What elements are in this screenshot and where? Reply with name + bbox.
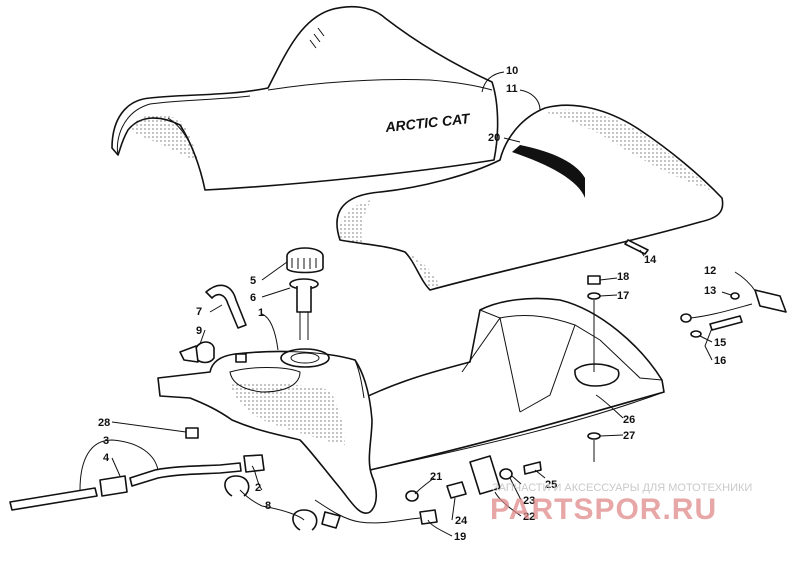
- vent-hose: [205, 284, 247, 329]
- callout-27: 27: [623, 430, 635, 442]
- callout-22: 22: [523, 511, 535, 523]
- seat-cover: [111, 5, 499, 191]
- callout-14: 14: [644, 254, 657, 266]
- grommet: [185, 427, 199, 439]
- watermark-tagline: ЗАПЧАСТИ И АКСЕССУАРЫ ДЛЯ МОТОТЕХНИКИ: [492, 482, 752, 494]
- callout-16: 16: [714, 355, 726, 367]
- hose-fitting: [179, 341, 215, 364]
- callout-20: 20: [488, 132, 500, 144]
- callout-7: 7: [196, 306, 202, 318]
- callout-12: 12: [704, 265, 716, 277]
- callout-18: 18: [617, 271, 629, 283]
- callout-26: 26: [623, 414, 635, 426]
- callout-28: 28: [98, 417, 110, 429]
- callout-6: 6: [250, 292, 256, 304]
- drain-hardware: [314, 455, 542, 529]
- fuel-line: [9, 454, 265, 511]
- callout-21: 21: [430, 471, 442, 483]
- callout-4: 4: [103, 452, 110, 464]
- callout-17: 17: [617, 290, 629, 302]
- seat-base: [359, 297, 665, 471]
- callout-5: 5: [250, 275, 256, 287]
- callout-10: 10: [506, 65, 518, 77]
- callout-11: 11: [506, 83, 518, 95]
- callout-3: 3: [103, 435, 109, 447]
- callout-numbers: 1 2 3 4 5 6 7 8 9 10 11 12 13 14 15 16 1…: [98, 65, 726, 543]
- callout-9: 9: [196, 325, 202, 337]
- callout-2: 2: [255, 482, 261, 494]
- seat-foam: [336, 104, 724, 291]
- callout-19: 19: [454, 531, 466, 543]
- watermark-brand: PARTSPOR.RU: [490, 493, 717, 526]
- callout-15: 15: [714, 337, 726, 349]
- callout-1: 1: [258, 307, 264, 319]
- callout-13: 13: [704, 285, 716, 297]
- latch-hardware: [587, 239, 787, 462]
- fuel-gauge: [289, 278, 319, 340]
- callout-25: 25: [545, 479, 557, 491]
- callout-24: 24: [455, 515, 468, 527]
- callout-8: 8: [265, 500, 271, 512]
- leader-lines: [79, 71, 757, 537]
- callout-23: 23: [523, 495, 535, 507]
- hose-clamps: [224, 475, 318, 531]
- fuel-tank: [157, 348, 378, 514]
- gas-cap: [286, 247, 324, 274]
